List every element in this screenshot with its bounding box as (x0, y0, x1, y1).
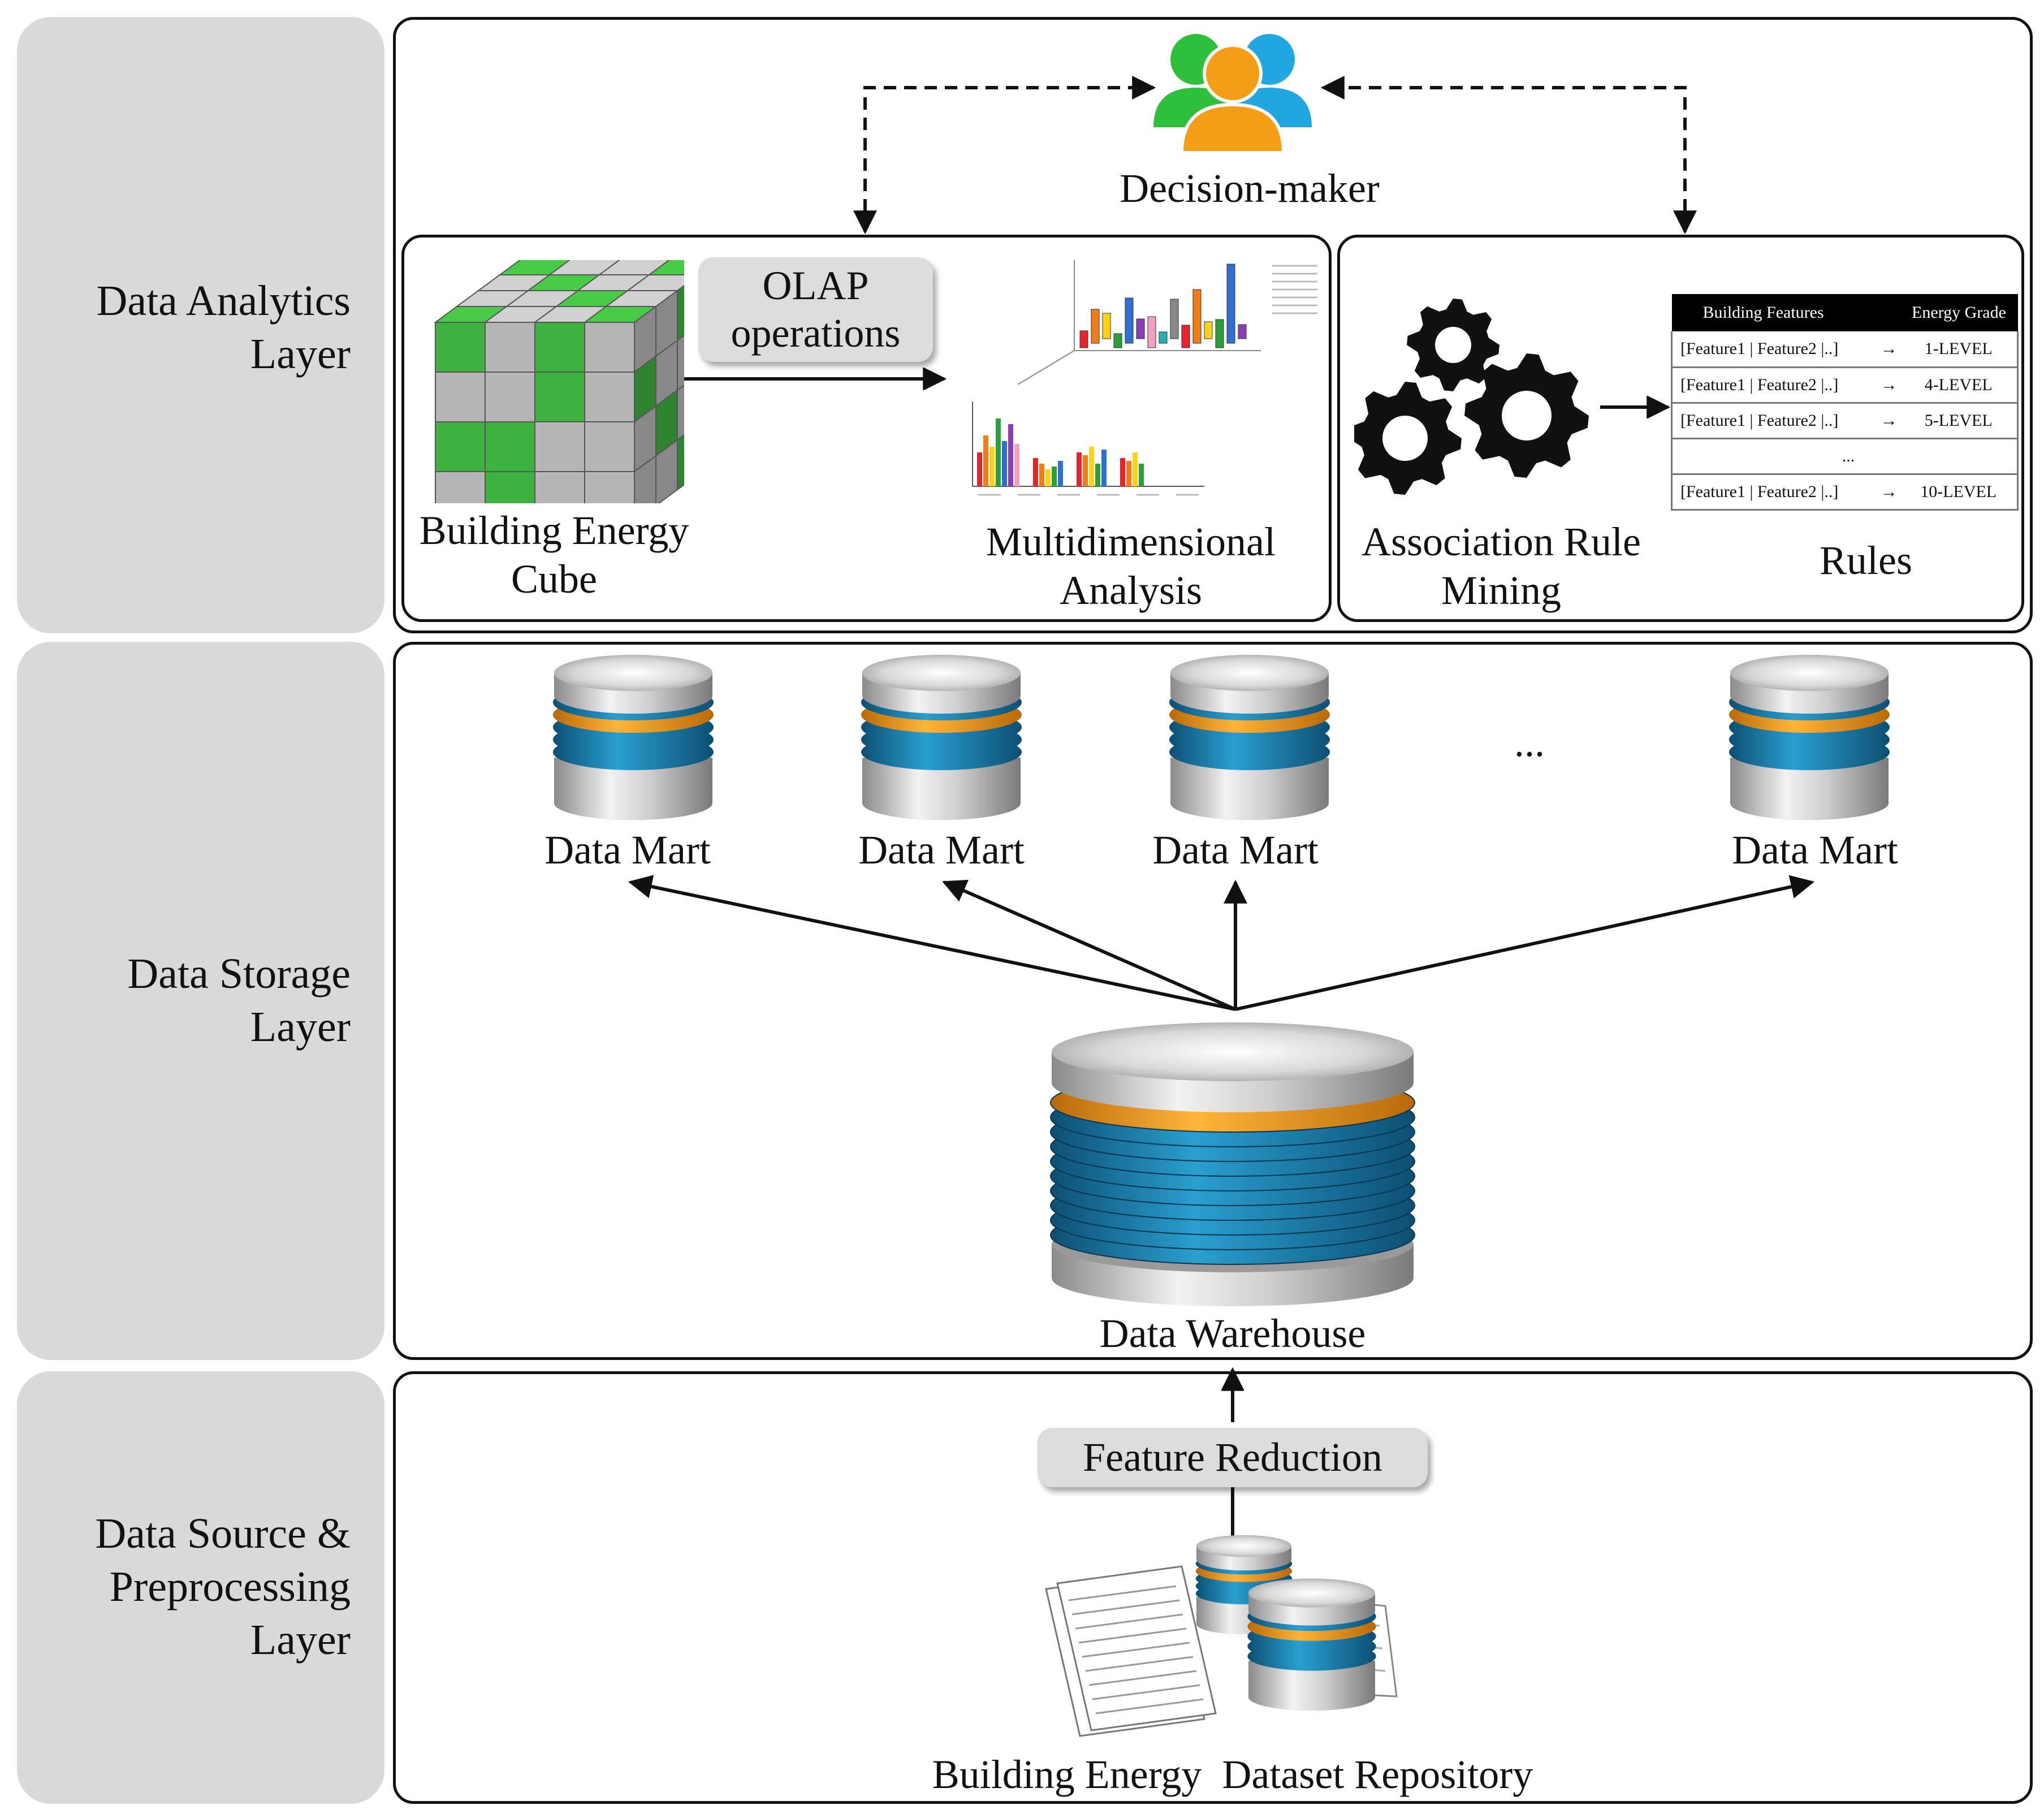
decision-maker-icon (1153, 34, 1312, 154)
warehouse-to-mart-arrows (628, 875, 1815, 1011)
multidimensional-label: Multidimensional Analysis (956, 517, 1306, 615)
rules-cell-arrow: → (1880, 339, 1898, 358)
repository-to-reduction-line (1231, 1487, 1234, 1538)
data-mart-ellipsis: ... (1514, 720, 1545, 765)
data-warehouse-icon (1050, 1022, 1415, 1306)
layer-label-storage: Data Storage Layer (17, 642, 384, 1360)
olap-line: operations (731, 310, 901, 356)
rules-cell-features: [Feature1 | Feature2 |..] (1680, 339, 1839, 358)
gears-icon (1354, 299, 1589, 495)
data-warehouse-label: Data Warehouse (1099, 1311, 1366, 1356)
cube-label: Building Energy Cube (396, 506, 712, 603)
olap-operations-box: OLAP operations (698, 257, 933, 362)
rules-cell-features: [Feature1 | Feature2 |..] (1680, 375, 1839, 394)
rules-cell-arrow: → (1880, 375, 1898, 394)
feature-reduction-box: Feature Reduction (1038, 1428, 1428, 1487)
data-mart-icon-4 (1725, 645, 1894, 826)
rules-row: ... (1671, 438, 2018, 474)
source-to-warehouse-arrow (1221, 1367, 1244, 1422)
rules-cell-features: ... (1842, 446, 1855, 465)
layer-label-analytics: Data Analytics Layer (17, 17, 384, 633)
rules-header-grade: Energy Grade (1912, 303, 2006, 322)
rules-table: Building Features Energy Grade [Feature1… (1671, 294, 2019, 511)
arm-arrow (1600, 396, 1671, 418)
multidimensional-label-line: Multidimensional (986, 519, 1276, 564)
layer-label-line: Preprocessing (109, 1563, 351, 1610)
layer-label-line: Layer (250, 1003, 351, 1051)
multidimensional-label-line: Analysis (1060, 568, 1202, 613)
arm-label-line: Mining (1441, 568, 1562, 613)
building-energy-cube-icon (433, 260, 684, 503)
rules-header-features: Building Features (1702, 303, 1824, 322)
rules-label: Rules (1819, 538, 1912, 583)
layer-label-line: Layer (250, 1616, 351, 1664)
data-mart-label-2: Data Mart (858, 827, 1025, 873)
rules-row: [Feature1 | Feature2 |..] → 5-LEVEL (1671, 403, 2018, 438)
rules-row: [Feature1 | Feature2 |..] → 1-LEVEL (1671, 331, 2018, 367)
multidimensional-chart-graphic (972, 260, 1317, 496)
rules-cell-arrow: → (1880, 482, 1898, 501)
layer-label-line: Data Analytics (96, 277, 351, 325)
layer-label-source: Data Source & Preprocessing Layer (17, 1371, 384, 1804)
data-mart-icon-2 (857, 645, 1026, 826)
rules-cell-grade: 10-LEVEL (1920, 482, 1997, 501)
arm-label-line: Association Rule (1362, 519, 1641, 564)
arm-subpanel (1337, 235, 2024, 622)
rules-cell-features: [Feature1 | Feature2 |..] (1680, 482, 1839, 501)
layer-label-line: Layer (250, 330, 351, 378)
rules-cell-features: [Feature1 | Feature2 |..] (1680, 411, 1839, 430)
rules-header-row: Building Features Energy Grade (1671, 294, 2018, 331)
data-mart-icon-1 (548, 645, 718, 826)
rules-cell-grade: 4-LEVEL (1924, 375, 1993, 394)
person-orange (1179, 44, 1286, 154)
layer-label-line: Data Source & (95, 1510, 351, 1557)
data-mart-icon-3 (1165, 645, 1334, 826)
layer-label-line: Data Storage (127, 950, 351, 997)
rules-cell-arrow: → (1880, 411, 1898, 430)
rules-cell-grade: 1-LEVEL (1924, 339, 1993, 358)
data-mart-label-4: Data Mart (1732, 827, 1898, 873)
olap-line: OLAP (762, 263, 869, 308)
rules-row: [Feature1 | Feature2 |..] → 4-LEVEL (1671, 367, 2018, 403)
data-mart-label-1: Data Mart (545, 827, 711, 873)
decision-connectors (853, 76, 1697, 235)
rules-cell-grade: 5-LEVEL (1924, 411, 1993, 430)
arm-label: Association Rule Mining (1337, 517, 1665, 615)
data-mart-label-3: Data Mart (1152, 827, 1319, 873)
rules-row: [Feature1 | Feature2 |..] → 10-LEVEL (1671, 474, 2018, 509)
dataset-repository-icon (1045, 1527, 1398, 1737)
repository-label: Building Energy Dataset Repository (932, 1752, 1533, 1797)
olap-arrow (684, 368, 947, 390)
cube-label-line: Cube (511, 556, 597, 602)
cube-label-line: Building Energy (419, 508, 689, 553)
